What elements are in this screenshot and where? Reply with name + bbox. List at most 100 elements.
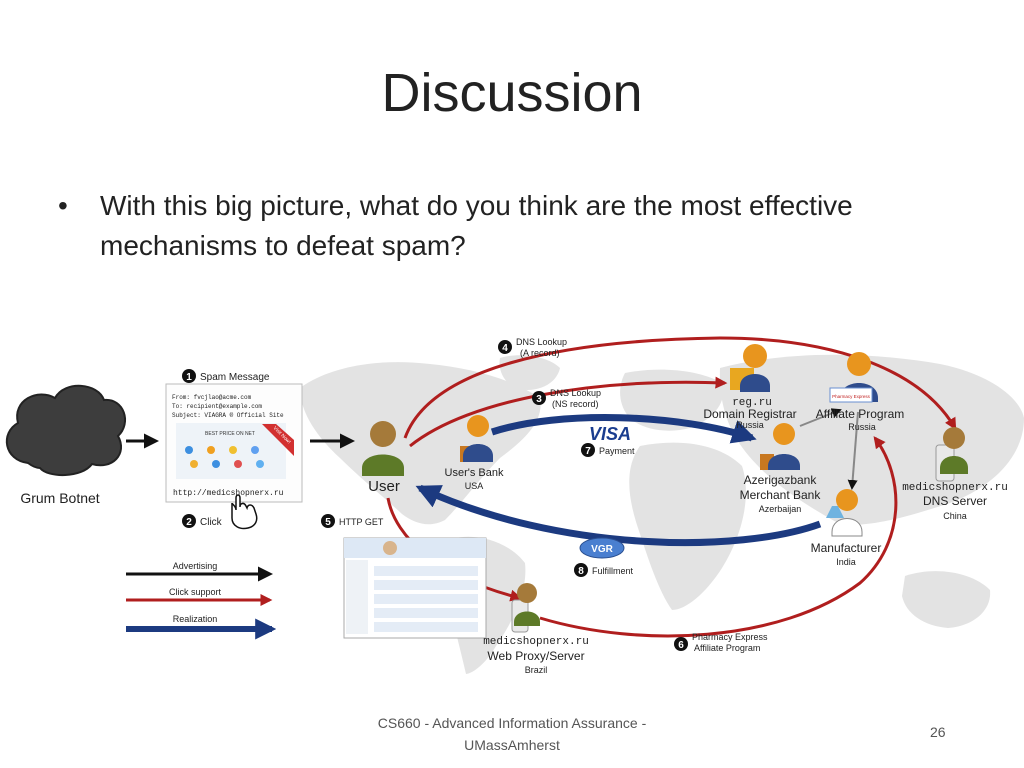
visa-payment: VISA 7 Payment [581,424,635,457]
step-label-affiliate-2: Affiliate Program [694,643,760,653]
step-marker-5 [321,514,335,528]
vgr-pill-icon [579,537,625,559]
step-number-7: 7 [585,446,591,457]
user-node: User [362,421,404,495]
merchant-head-icon [773,423,795,445]
bank-person-body-icon [463,444,493,462]
step-label-http-get: HTTP GET [339,517,384,527]
cloud-icon [5,384,127,477]
email-banner: BEST PRICE ON NET [205,431,255,437]
step-number-8: 8 [578,566,584,577]
user-body-icon [362,454,404,476]
north-america-shape [300,362,541,525]
merchant-label-1: Azerigazbank [744,473,818,487]
step-6-label: 6 Pharmacy Express Affiliate Program [674,632,768,653]
webpage-header [344,538,486,558]
bullet-dot: • [58,190,68,221]
bank-label: User's Bank [445,467,504,479]
registrar-body-icon [740,374,770,392]
step-marker-2 [182,514,196,528]
merchant-label-2: Merchant Bank [740,488,822,502]
proxy-body-icon [514,611,540,626]
step-marker-8 [574,563,588,577]
step-marker-4 [498,340,512,354]
webpage-sidebar [346,560,368,634]
visa-logo [585,424,635,442]
email-subject: Subject: VIAGRA ® Official Site [172,412,284,419]
registrar-affiliate-link [799,408,842,427]
registrar-label: Domain Registrar [703,407,796,421]
legend-click-support-label: Click support [169,587,222,597]
manufacturer-node: Manufacturer India [811,489,881,567]
australia-shape [902,571,991,628]
flask-icon [826,506,844,518]
spam-value-chain-diagram: Grum Botnet 1 Spam Message From: fvcjlao… [5,336,1024,675]
dns-body-icon [940,456,968,474]
vgr-label: VGR [591,544,613,555]
affiliate-head-icon [847,352,871,376]
vgr-fulfillment: VGR 8 Fulfillment [574,537,634,577]
step-5-label: 5 HTTP GET [321,514,384,528]
email-from: From: fvcjlao@acme.com [172,394,252,401]
proxy-mono-label: medicshopnerx.ru [483,636,589,648]
affiliate-sign-text: Pharmacy Express [832,394,871,399]
user-head-icon [370,421,396,447]
pill-icon [185,446,193,454]
affiliate-links [799,408,859,490]
proxy-head-icon [517,583,537,603]
footer-line-2: UMassAmherst [464,737,560,753]
step-number-1: 1 [186,372,192,383]
merchant-country: Azerbaijan [759,504,802,514]
pill-icon [207,446,215,454]
pill-icon [212,460,220,468]
world-map [300,354,1024,674]
step-number-4: 4 [502,343,508,354]
affiliate-label: Affiliate Program [816,407,904,421]
domain-registrar-node: reg.ru Domain Registrar Russia [703,344,797,430]
botnet-label: Grum Botnet [20,490,99,506]
dns-label: DNS Server [923,494,987,508]
asia-shape [719,354,1024,525]
manufacturer-country: India [836,557,856,567]
pill-row [374,580,478,590]
step-label-click: Click [200,517,223,528]
registrar-mono-label: reg.ru [732,397,772,409]
affiliate-manufacturer-link [847,411,859,490]
web-proxy-node: medicshopnerx.ru Web Proxy/Server Brazil [483,583,589,675]
step-label-payment: Payment [599,446,635,456]
email-to: To: recipient@example.com [172,403,262,410]
proxy-label: Web Proxy/Server [487,649,584,663]
step-3-label: 3 DNS Lookup (NS record) [532,388,601,409]
dns-head-icon [943,427,965,449]
step-label-spam-message: Spam Message [200,372,270,383]
botnet-cloud: Grum Botnet [5,384,127,506]
greenland-shape [499,355,560,390]
step-label-dns-a-2: (A record) [520,348,560,358]
footer-line-1: CS660 - Advanced Information Assurance - [377,715,647,731]
users-bank-node: User's Bank USA [445,415,504,491]
legend-realization-label: Realization [173,614,218,624]
step-number-3: 3 [536,394,542,405]
step-label-fulfillment: Fulfillment [592,566,634,576]
arrow-affiliate-program [539,436,898,638]
legend: Advertising Click support Realization [126,561,277,640]
dns-mono-label: medicshopnerx.ru [902,482,1008,494]
step-marker-1 [182,369,196,383]
step-marker-6 [674,637,688,651]
step-number-2: 2 [186,517,192,528]
page-number: 26 [930,724,946,740]
manufacturer-body-icon [831,518,863,537]
step-label-dns-ns-1: DNS Lookup [550,388,601,398]
webpage-doctor-icon [383,541,397,555]
pill-icon [229,446,237,454]
pill-row [374,622,478,632]
visa-label: VISA [589,424,631,444]
user-label: User [368,478,400,495]
slide-footer: CS660 - Advanced Information Assurance -… [330,712,694,756]
spam-email-card: 1 Spam Message From: fvcjlao@acme.com To… [165,369,303,530]
proxy-country: Brazil [525,665,548,675]
bank-person-head-icon [467,415,489,437]
manufacturer-head-icon [836,489,858,511]
step-label-dns-ns-2: (NS record) [552,399,599,409]
affiliate-program-node: Pharmacy Express Affiliate Program Russi… [816,352,904,432]
